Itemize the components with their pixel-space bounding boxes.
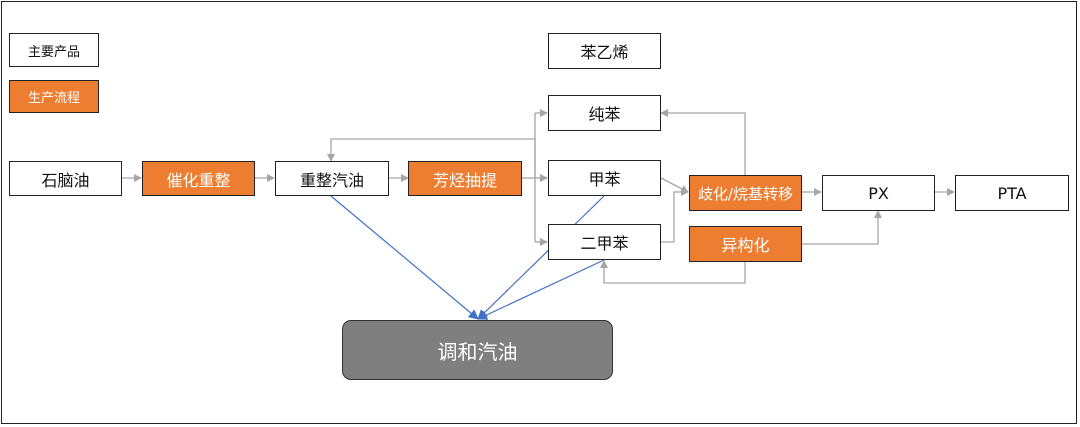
arrow-disproportionation-benzene [660, 109, 746, 175]
node-catalytic-reforming: 催化重整 [142, 161, 255, 196]
node-benzene: 纯苯 [548, 95, 661, 131]
node-styrene: 苯乙烯 [548, 33, 661, 69]
legend-product: 主要产品 [9, 33, 99, 67]
node-px: PX [822, 175, 935, 211]
node-isomerization: 异构化 [689, 226, 802, 262]
node-aromatics-extraction: 芳烃抽提 [408, 161, 522, 196]
arrow-toluene-disproportionation [660, 177, 689, 193]
node-blended-gasoline: 调和汽油 [342, 320, 613, 380]
arrow-reformate-blend [330, 195, 479, 320]
legend-process: 生产流程 [9, 80, 99, 113]
node-xylene: 二甲苯 [548, 224, 661, 260]
arrow-xylene-blend [477, 259, 605, 320]
node-pta: PTA [955, 175, 1069, 211]
arrow-xylene-disproportionation [661, 188, 689, 243]
node-disproportionation: 歧化/烷基转移 [689, 175, 802, 211]
arrow-isomerization-px [802, 210, 882, 245]
arrow-toluene-blend [477, 195, 605, 320]
arrow-isomerization-xylene [600, 260, 746, 284]
node-naphtha: 石脑油 [9, 161, 122, 196]
node-reformate: 重整汽油 [275, 161, 389, 196]
node-toluene: 甲苯 [548, 160, 661, 196]
